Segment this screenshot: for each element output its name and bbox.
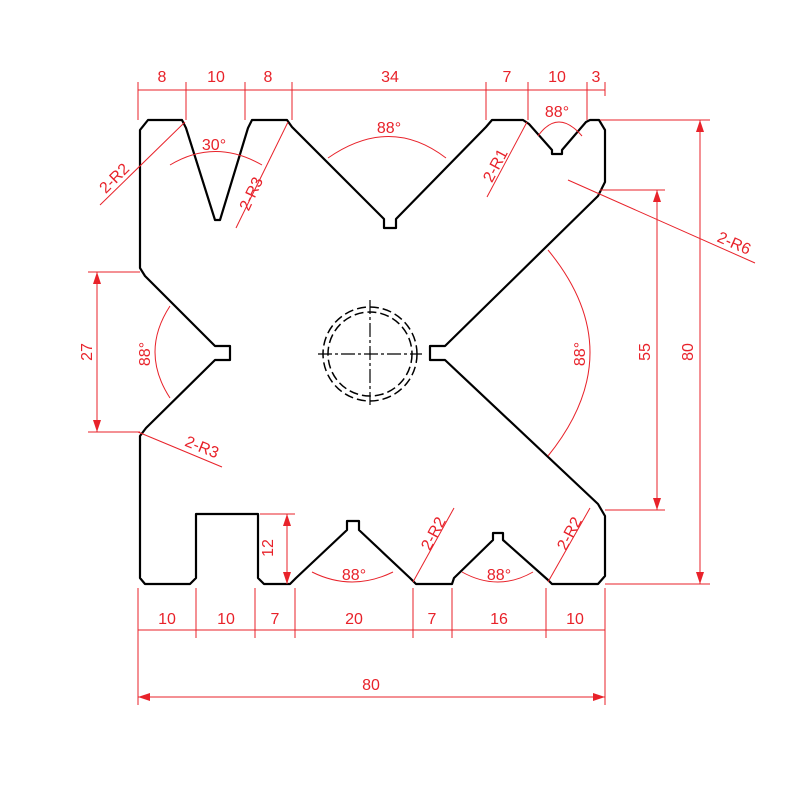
center-hole	[318, 300, 422, 405]
dim-top-6: 10	[548, 69, 566, 86]
radius-bottom-right: 2-R2	[554, 515, 585, 554]
angle-top-big: 88°	[377, 120, 401, 137]
dim-right-55: 55	[637, 343, 654, 361]
angle-bottom-right: 88°	[487, 567, 511, 584]
slot-dimension-12: 12	[260, 513, 295, 584]
dim-top-2: 10	[207, 69, 225, 86]
angle-arcs: 30° 88° 88° 88° 88° 88° 88°	[137, 104, 591, 584]
part-outline	[138, 118, 607, 586]
dim-bottom-4: 20	[345, 611, 363, 628]
dim-bottom-1: 10	[158, 611, 176, 628]
radius-top-left: 2-R2	[97, 160, 134, 197]
dim-top-7: 3	[592, 69, 601, 86]
dim-left-27: 27	[79, 343, 96, 361]
angle-bottom-mid: 88°	[342, 567, 366, 584]
dim-right-80: 80	[680, 343, 697, 361]
left-dimension-27: 27	[79, 271, 140, 433]
right-dimensions: 55 80	[600, 119, 710, 585]
dim-top-5: 7	[503, 69, 512, 86]
radius-top-right-v: 2-R1	[480, 147, 511, 186]
radius-right-corner: 2-R6	[715, 229, 754, 259]
radius-leaders: 2-R2 2-R3 2-R1 2-R6 2-R3 2-R2 2-R2	[97, 121, 756, 583]
dim-bottom-7: 10	[566, 611, 584, 628]
dim-top-4: 34	[381, 69, 399, 86]
top-dimension-chain: 8 10 8 34 7 10 3	[137, 69, 606, 120]
radius-top-v-small: 2-R3	[237, 175, 267, 214]
angle-left: 88°	[137, 342, 154, 366]
radius-bottom-mid: 2-R2	[418, 515, 449, 554]
angle-top-small: 30°	[202, 137, 226, 154]
dim-bottom-6: 16	[490, 611, 508, 628]
dim-bottom-2: 10	[217, 611, 235, 628]
dim-bottom-3: 7	[271, 611, 280, 628]
radius-left-lower: 2-R3	[182, 433, 221, 462]
dim-top-1: 8	[158, 69, 167, 86]
dim-top-3: 8	[264, 69, 273, 86]
angle-right: 88°	[572, 342, 589, 366]
dim-bottom-5: 7	[428, 611, 437, 628]
angle-top-right: 88°	[545, 104, 569, 121]
dim-slot-12: 12	[260, 539, 277, 557]
dim-overall-width: 80	[362, 677, 380, 694]
bottom-dimension-chain: 10 10 7 20 7 16 10 80	[137, 588, 606, 705]
